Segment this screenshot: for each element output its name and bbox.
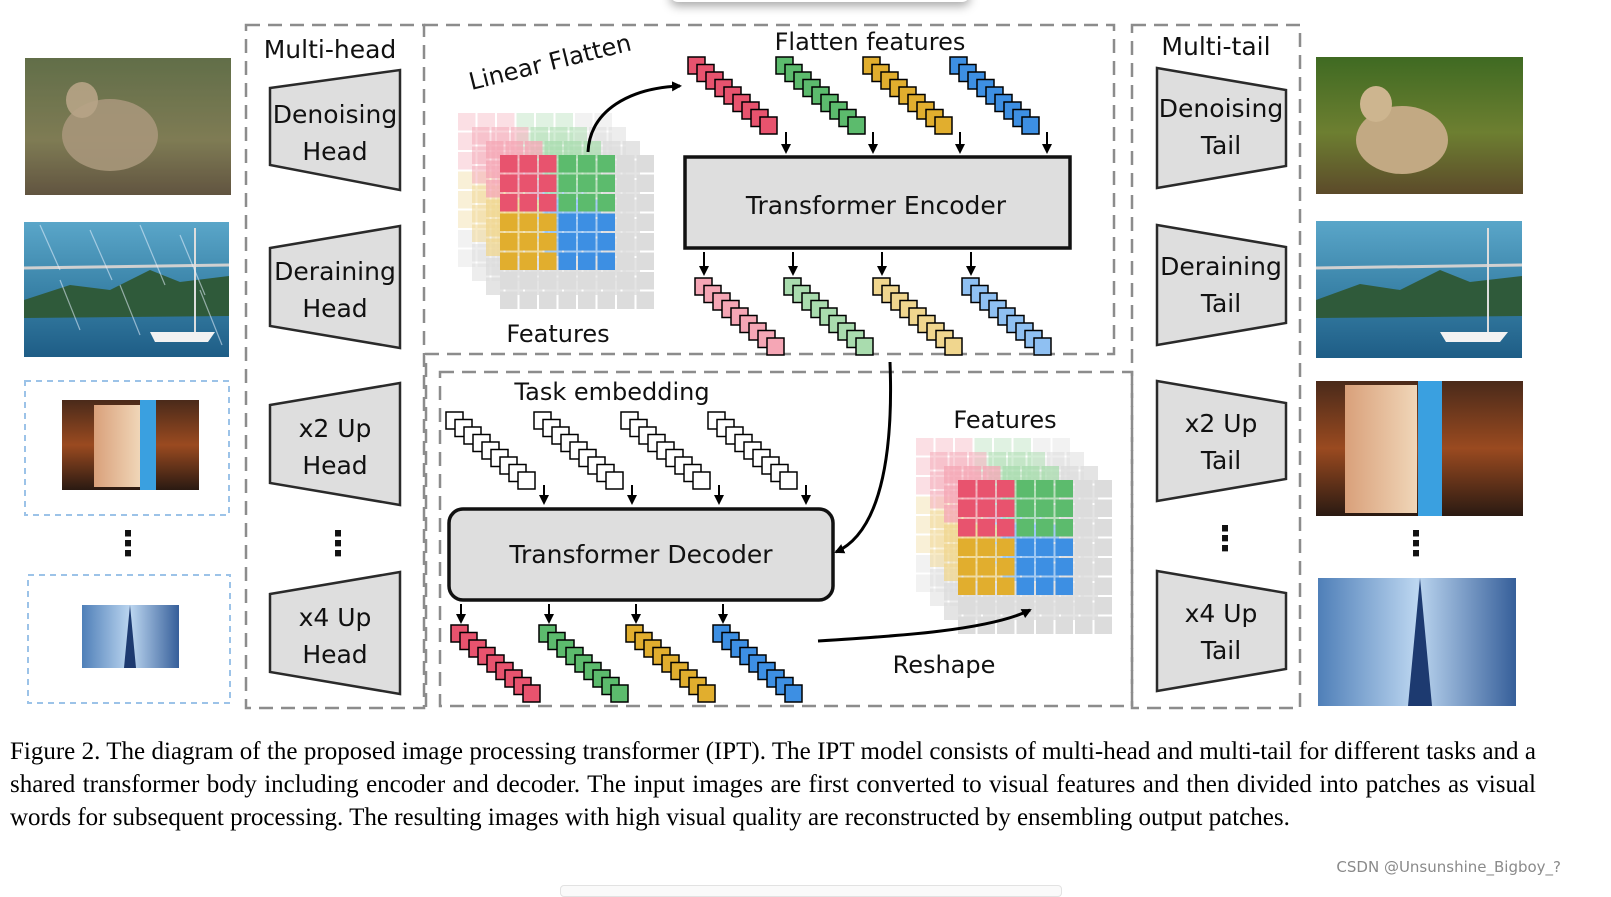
- encoded-seq-blue: [961, 277, 1052, 356]
- decoder-features-label: Features: [953, 406, 1056, 434]
- encoder-feature-stack: [458, 113, 654, 309]
- encoder-input-arrows: [781, 132, 1052, 154]
- x2-up-head-label-2: Head: [302, 451, 367, 480]
- x2-up-tail-label-1: x2 Up: [1185, 409, 1258, 438]
- x2-up-tail-label-2: Tail: [1200, 446, 1241, 475]
- x4-up-head-label-2: Head: [302, 640, 367, 669]
- task-seq-2: [533, 411, 624, 490]
- decoder-feature-layer-front: [958, 480, 1112, 634]
- x4-up-head-label-1: x4 Up: [299, 603, 372, 632]
- panel-borders: [244, 23, 1302, 710]
- denoising-head: Denoising Head: [268, 68, 402, 192]
- deraining-head: Deraining Head: [268, 224, 402, 350]
- x4-up-tail-label-1: x4 Up: [1185, 599, 1258, 628]
- bottom-scroll-bar: [560, 885, 1062, 897]
- decoder-output-sequences: [450, 624, 803, 703]
- x4-up-head: x4 Up Head: [268, 570, 402, 696]
- transformer-decoder-label: Transformer Decoder: [508, 540, 773, 569]
- deraining-tail-label-1: Deraining: [1160, 252, 1282, 281]
- watermark: CSDN @Unsunshine_Bigboy_?: [1336, 858, 1561, 876]
- transformer-encoder-block: Transformer Encoder: [683, 155, 1072, 250]
- multi-head-title: Multi-head: [264, 35, 397, 64]
- encoder-input-sequences: [687, 56, 1040, 135]
- decoder-feature-stack: [916, 438, 1112, 634]
- deraining-tail-label-2: Tail: [1200, 289, 1241, 318]
- multi-tail-panel: Multi-tail Denoising Tail Deraining Tail…: [1155, 32, 1288, 693]
- task-seq-4: [707, 411, 798, 490]
- flatten-seq-green: [775, 56, 866, 135]
- decoder-output-arrows: [456, 604, 728, 624]
- transformer-decoder-block: Transformer Decoder: [447, 507, 835, 602]
- x2-up-head: x2 Up Head: [268, 381, 402, 507]
- denoising-tail-label-1: Denoising: [1159, 94, 1283, 123]
- multi-tail-ellipsis: ⋮: [1208, 519, 1242, 559]
- flatten-seq-yellow: [862, 56, 953, 135]
- deraining-tail: Deraining Tail: [1155, 223, 1288, 347]
- decoded-seq-blue: [712, 624, 803, 703]
- reshape-label: Reshape: [893, 651, 996, 679]
- flatten-features-label: Flatten features: [775, 28, 966, 56]
- input-images: ⋮: [23, 58, 231, 704]
- denoising-tail: Denoising Tail: [1155, 66, 1288, 190]
- input-ellipsis: ⋮: [111, 524, 145, 564]
- multi-head-border: [244, 23, 426, 710]
- multi-head-ellipsis: ⋮: [321, 524, 355, 564]
- multi-tail-border: [1130, 23, 1302, 710]
- encoder-output-arrows: [699, 252, 976, 276]
- lowres-x2-image-frame: [24, 380, 230, 516]
- encoder-feature-layer-front: [500, 155, 654, 309]
- task-embedding-label: Task embedding: [513, 378, 709, 406]
- encoder-to-decoder-arrow: [834, 361, 893, 554]
- upscaled-x2-image: [1316, 381, 1523, 516]
- deraining-head-label-2: Head: [302, 294, 367, 323]
- task-seq-3: [620, 411, 711, 490]
- encoded-seq-yellow: [872, 277, 963, 356]
- lowres-x4-image-frame: [27, 574, 231, 704]
- encoded-seq-red: [694, 277, 785, 356]
- x4-up-tail: x4 Up Tail: [1155, 569, 1288, 693]
- denoising-head-label-1: Denoising: [273, 100, 397, 129]
- denoising-tail-label-2: Tail: [1200, 131, 1241, 160]
- decoded-seq-green: [538, 624, 629, 703]
- x4-up-tail-label-2: Tail: [1200, 636, 1241, 665]
- deraining-head-label-1: Deraining: [274, 257, 396, 286]
- decoder-section: Task embedding Transformer Decoder Featu…: [445, 378, 1112, 703]
- task-embedding-arrows: [539, 485, 811, 505]
- rainy-lake-image: [23, 222, 230, 357]
- output-images: ⋮: [1315, 57, 1523, 706]
- denoising-head-label-2: Head: [302, 137, 367, 166]
- x2-up-tail: x2 Up Tail: [1155, 379, 1288, 503]
- linear-flatten-label: Linear Flatten: [466, 29, 634, 96]
- encoded-seq-green: [783, 277, 874, 356]
- multi-head-panel: Multi-head Denoising Head Deraining Head…: [264, 35, 402, 696]
- decoded-seq-red: [450, 624, 541, 703]
- output-ellipsis: ⋮: [1399, 524, 1433, 564]
- decoded-seq-yellow: [625, 624, 716, 703]
- linear-flatten-arrow: [586, 81, 682, 153]
- upscaled-x4-image: [1318, 578, 1516, 706]
- noisy-bird-image: [25, 58, 231, 195]
- x2-up-head-label-1: x2 Up: [299, 414, 372, 443]
- encoder-features-label: Features: [506, 320, 609, 348]
- reshape-arrow: [817, 608, 1032, 643]
- clean-bird-image: [1316, 57, 1523, 194]
- task-seq-1: [445, 411, 536, 490]
- ipt-diagram: ⋮ ⋮ Multi-h: [23, 23, 1523, 710]
- flatten-seq-red: [687, 56, 778, 135]
- figure-caption: Figure 2. The diagram of the proposed im…: [10, 738, 1536, 831]
- task-embedding-sequences: [445, 411, 798, 490]
- encoder-output-sequences: [694, 277, 1052, 356]
- encoder-border: [424, 23, 1116, 708]
- multi-tail-title: Multi-tail: [1161, 32, 1270, 61]
- derained-lake-image: [1315, 221, 1523, 358]
- transformer-encoder-label: Transformer Encoder: [745, 191, 1007, 220]
- flatten-seq-blue: [949, 56, 1040, 135]
